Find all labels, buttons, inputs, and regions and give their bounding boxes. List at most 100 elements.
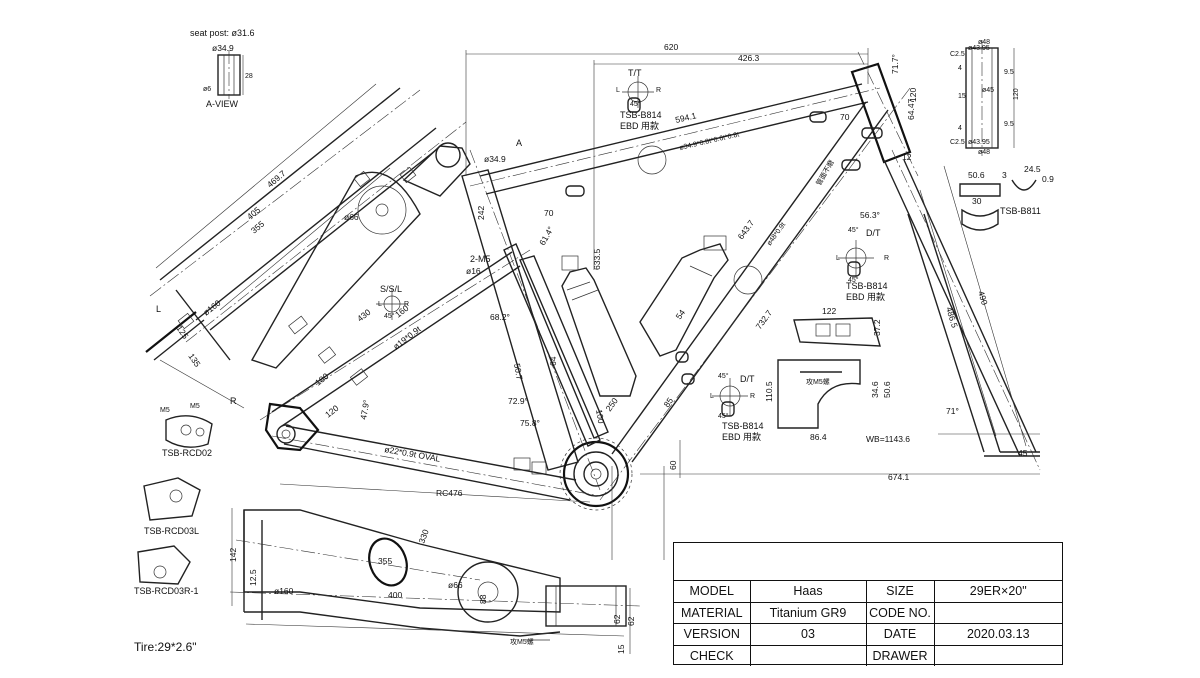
dim-68-2: 68.2° (490, 312, 510, 322)
dim-355-b: 355 (378, 556, 392, 566)
dim-100: 100 (594, 409, 606, 425)
chainstay-plan-view (229, 509, 641, 641)
rear-shock (503, 243, 609, 447)
dim-122: 122 (822, 306, 836, 316)
cable-stop-detail-tt (622, 76, 654, 113)
view-2m5: 2-M5 (470, 254, 491, 264)
value-model: Haas (749, 581, 867, 603)
dim-110-5: 110.5 (764, 381, 774, 402)
dim-ø66-a: ø66 (344, 212, 359, 222)
view-45-4: 45° (718, 372, 729, 380)
rear-stays-right (883, 149, 1041, 471)
dim-50-6-b: 50.6 (968, 170, 985, 180)
view-a-mark: A (516, 138, 522, 148)
dim-120-b: 120 (908, 88, 918, 102)
dim-620: 620 (664, 42, 678, 52)
dim-400: 400 (388, 590, 402, 600)
ht-c25-a: C2.5 (950, 51, 965, 58)
ht-ø48-b: ø48 (978, 149, 990, 156)
dim-15: 15 (616, 644, 626, 654)
part-m5-tap-2: 攻M5螺 (510, 637, 534, 646)
view-l3: L (710, 393, 714, 400)
ht-4-a: 4 (958, 65, 962, 72)
cable-stop-detail-ss (376, 288, 408, 320)
ht-15: 15 (958, 93, 966, 100)
dim-490: 490 (976, 290, 990, 307)
label-code-no: CODE NO. (865, 601, 935, 624)
part-b814-a: TSB-B814 (620, 110, 662, 120)
rcd03r-detail (137, 545, 191, 585)
dim-72-9: 72.9° (508, 396, 528, 406)
dim-top-tube: ø34.9*0.8t*0.6t*0.8t (679, 131, 740, 152)
title-block: MODEL Haas SIZE 29ER×20" MATERIAL Titani… (673, 542, 1063, 666)
rear-triangle-upper (259, 145, 601, 501)
ht-ø45: ø45 (982, 87, 994, 94)
dim-24-5: 24.5 (1024, 164, 1041, 174)
title-row-material: MATERIAL Titanium GR9 CODE NO. (674, 601, 1062, 624)
view-tt: T/T (628, 68, 642, 78)
title-block-table: MODEL Haas SIZE 29ER×20" MATERIAL Titani… (674, 581, 1062, 666)
view-45-1: 45° (630, 100, 641, 108)
view-45-5: 45° (718, 412, 729, 420)
dim-34-6: 34.6 (870, 381, 880, 398)
value-drawer (933, 644, 1062, 666)
seat-post-length: 28 (245, 73, 253, 80)
cable-stop-detail-dt2 (712, 378, 748, 417)
dim-426-3: 426.3 (738, 53, 760, 63)
clamp-detail (777, 359, 861, 429)
dim-chainstay: ø22*0.9t OVAL (384, 444, 442, 464)
ht-9-5-b: 9.5 (1004, 121, 1014, 128)
dim-674-1: 674.1 (888, 472, 910, 482)
dim-50-6: 50.6 (882, 381, 892, 398)
dim-37-2: 37.2 (872, 319, 882, 336)
view-r3: R (750, 393, 755, 400)
label-material: MATERIAL (674, 601, 751, 624)
b811-detail (959, 179, 1037, 231)
part-rcd03r: TSB-RCD03R-1 (134, 586, 199, 596)
dim-12-5: 12.5 (248, 569, 258, 586)
seat-post-a-view: seat post: ø31.6 ø34.9 28 ø6 A-VIEW (190, 28, 255, 109)
ht-c25-b: C2.5 (950, 139, 965, 146)
ht-9-5-a: 9.5 (1004, 69, 1014, 76)
rcd03l-detail (143, 477, 201, 521)
tire-note: Tire:29*2.6" (134, 640, 197, 654)
title-row-model: MODEL Haas SIZE 29ER×20" (674, 581, 1062, 603)
part-tube-note: 管面不磨 (814, 158, 836, 187)
dim-330: 330 (416, 528, 430, 545)
dim-120-a: 120 (323, 403, 341, 420)
dim-64-47: 64.47 (906, 98, 916, 120)
seat-post-label: seat post: ø31.6 (190, 28, 255, 38)
label-check: CHECK (674, 644, 751, 666)
part-b814-c: TSB-B814 (722, 421, 764, 431)
part-rcd03l: TSB-RCD03L (144, 526, 199, 536)
part-b811: TSB-B811 (1000, 206, 1041, 216)
view-r2: R (884, 255, 889, 262)
dim-71-7: 71.7° (890, 54, 900, 74)
dim-242: 242 (476, 206, 486, 220)
part-m5-b: M5 (190, 403, 200, 410)
dim-62-b: 62 (612, 614, 622, 624)
dim-61-4: 61.4° (537, 225, 556, 247)
seat-post-slot: ø6 (203, 86, 211, 93)
view-l1: L (616, 87, 620, 94)
dim-47-9: 47.9° (358, 399, 371, 420)
label-model: MODEL (674, 581, 751, 603)
seat-stay-detail (145, 87, 467, 386)
view-r5: R (230, 396, 237, 406)
dim-142: 142 (228, 548, 238, 562)
part-rcd02: TSB-RCD02 (162, 448, 212, 458)
label-drawer: DRAWER (865, 644, 935, 666)
view-45-6: 45° (384, 312, 395, 320)
value-material: Titanium GR9 (749, 601, 867, 624)
part-m5-a: M5 (160, 407, 170, 414)
dim-250: 250 (604, 396, 621, 414)
part-ebd-c: EBD 用款 (722, 431, 761, 442)
ht-4-b: 4 (958, 125, 962, 132)
value-version: 03 (749, 623, 867, 646)
dim-ø16: ø16 (466, 266, 481, 276)
label-size: SIZE (865, 581, 935, 603)
label-version: VERSION (674, 623, 751, 646)
title-row-version: VERSION 03 DATE 2020.03.13 (674, 623, 1062, 646)
dim-ø34-9: ø34.9 (484, 154, 506, 164)
